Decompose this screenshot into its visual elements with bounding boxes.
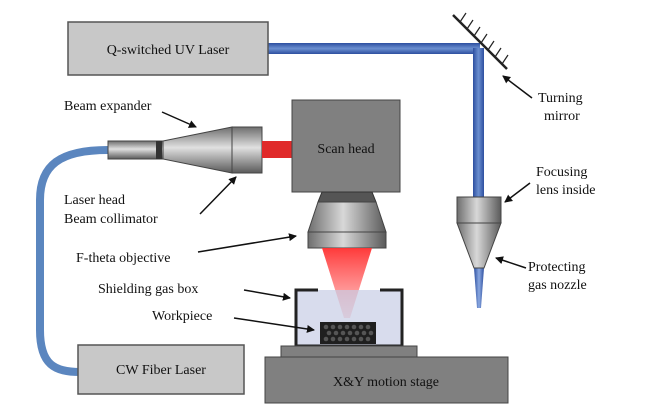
- f-theta-cone: [307, 201, 387, 233]
- laser-head: [107, 140, 164, 160]
- shielding-gas-box-pointer: [243, 289, 291, 301]
- beam-collimator-pointer: [199, 176, 237, 215]
- shielding-gas-box-label: Shielding gas box: [98, 282, 198, 297]
- f-theta-top: [317, 191, 377, 203]
- turning-mirror-label-1: Turning: [538, 91, 583, 106]
- focusing-lens-label-2: lens inside: [536, 183, 596, 198]
- f-theta-label: F-theta objective: [76, 251, 170, 266]
- beam-collimator-label: Beam collimator: [64, 212, 158, 227]
- stage-plate: [280, 345, 418, 358]
- laser-head-band: [156, 141, 162, 159]
- focusing-lens-housing: [456, 196, 502, 224]
- xy-motion-stage: [264, 356, 509, 404]
- scan-head-label: Scan head: [317, 142, 374, 157]
- laser-head-label: Laser head: [64, 193, 125, 208]
- cw-fiber-laser-label: CW Fiber Laser: [116, 363, 206, 378]
- xy-motion-stage-label: X&Y motion stage: [333, 375, 439, 390]
- uv-beam-vertical: [473, 48, 484, 198]
- red-beam-cone: [322, 248, 372, 318]
- protecting-nozzle-label-2: gas nozzle: [528, 278, 587, 293]
- turning-mirror-label-2: mirror: [544, 109, 580, 124]
- focusing-lens-pointer: [504, 182, 531, 203]
- red-beam-horizontal: [262, 141, 292, 158]
- uv-beam-horizontal: [268, 43, 480, 54]
- beam-expander: [162, 126, 233, 174]
- turning-mirror: [452, 12, 509, 70]
- f-theta-pointer: [197, 233, 297, 253]
- cw-fiber-laser-box: [77, 344, 245, 395]
- uv-laser-label: Q-switched UV Laser: [107, 43, 230, 58]
- workpiece-pointer: [233, 317, 315, 333]
- beam-expander-pointer: [161, 111, 197, 128]
- turning-mirror-pointer: [502, 75, 533, 99]
- protecting-nozzle-pointer: [495, 256, 527, 269]
- protecting-nozzle-label-1: Protecting: [528, 260, 586, 275]
- beam-collimator: [231, 126, 263, 174]
- uv-beam-output: [474, 268, 484, 308]
- workpiece-label: Workpiece: [152, 309, 212, 324]
- protecting-gas-nozzle: [456, 222, 502, 269]
- beam-expander-label: Beam expander: [64, 99, 152, 114]
- workpiece: [320, 322, 376, 344]
- fiber-cable: [36, 146, 112, 376]
- f-theta-lens: [307, 231, 387, 249]
- focusing-lens-label-1: Focusing: [536, 165, 587, 180]
- uv-laser-box: [67, 21, 269, 76]
